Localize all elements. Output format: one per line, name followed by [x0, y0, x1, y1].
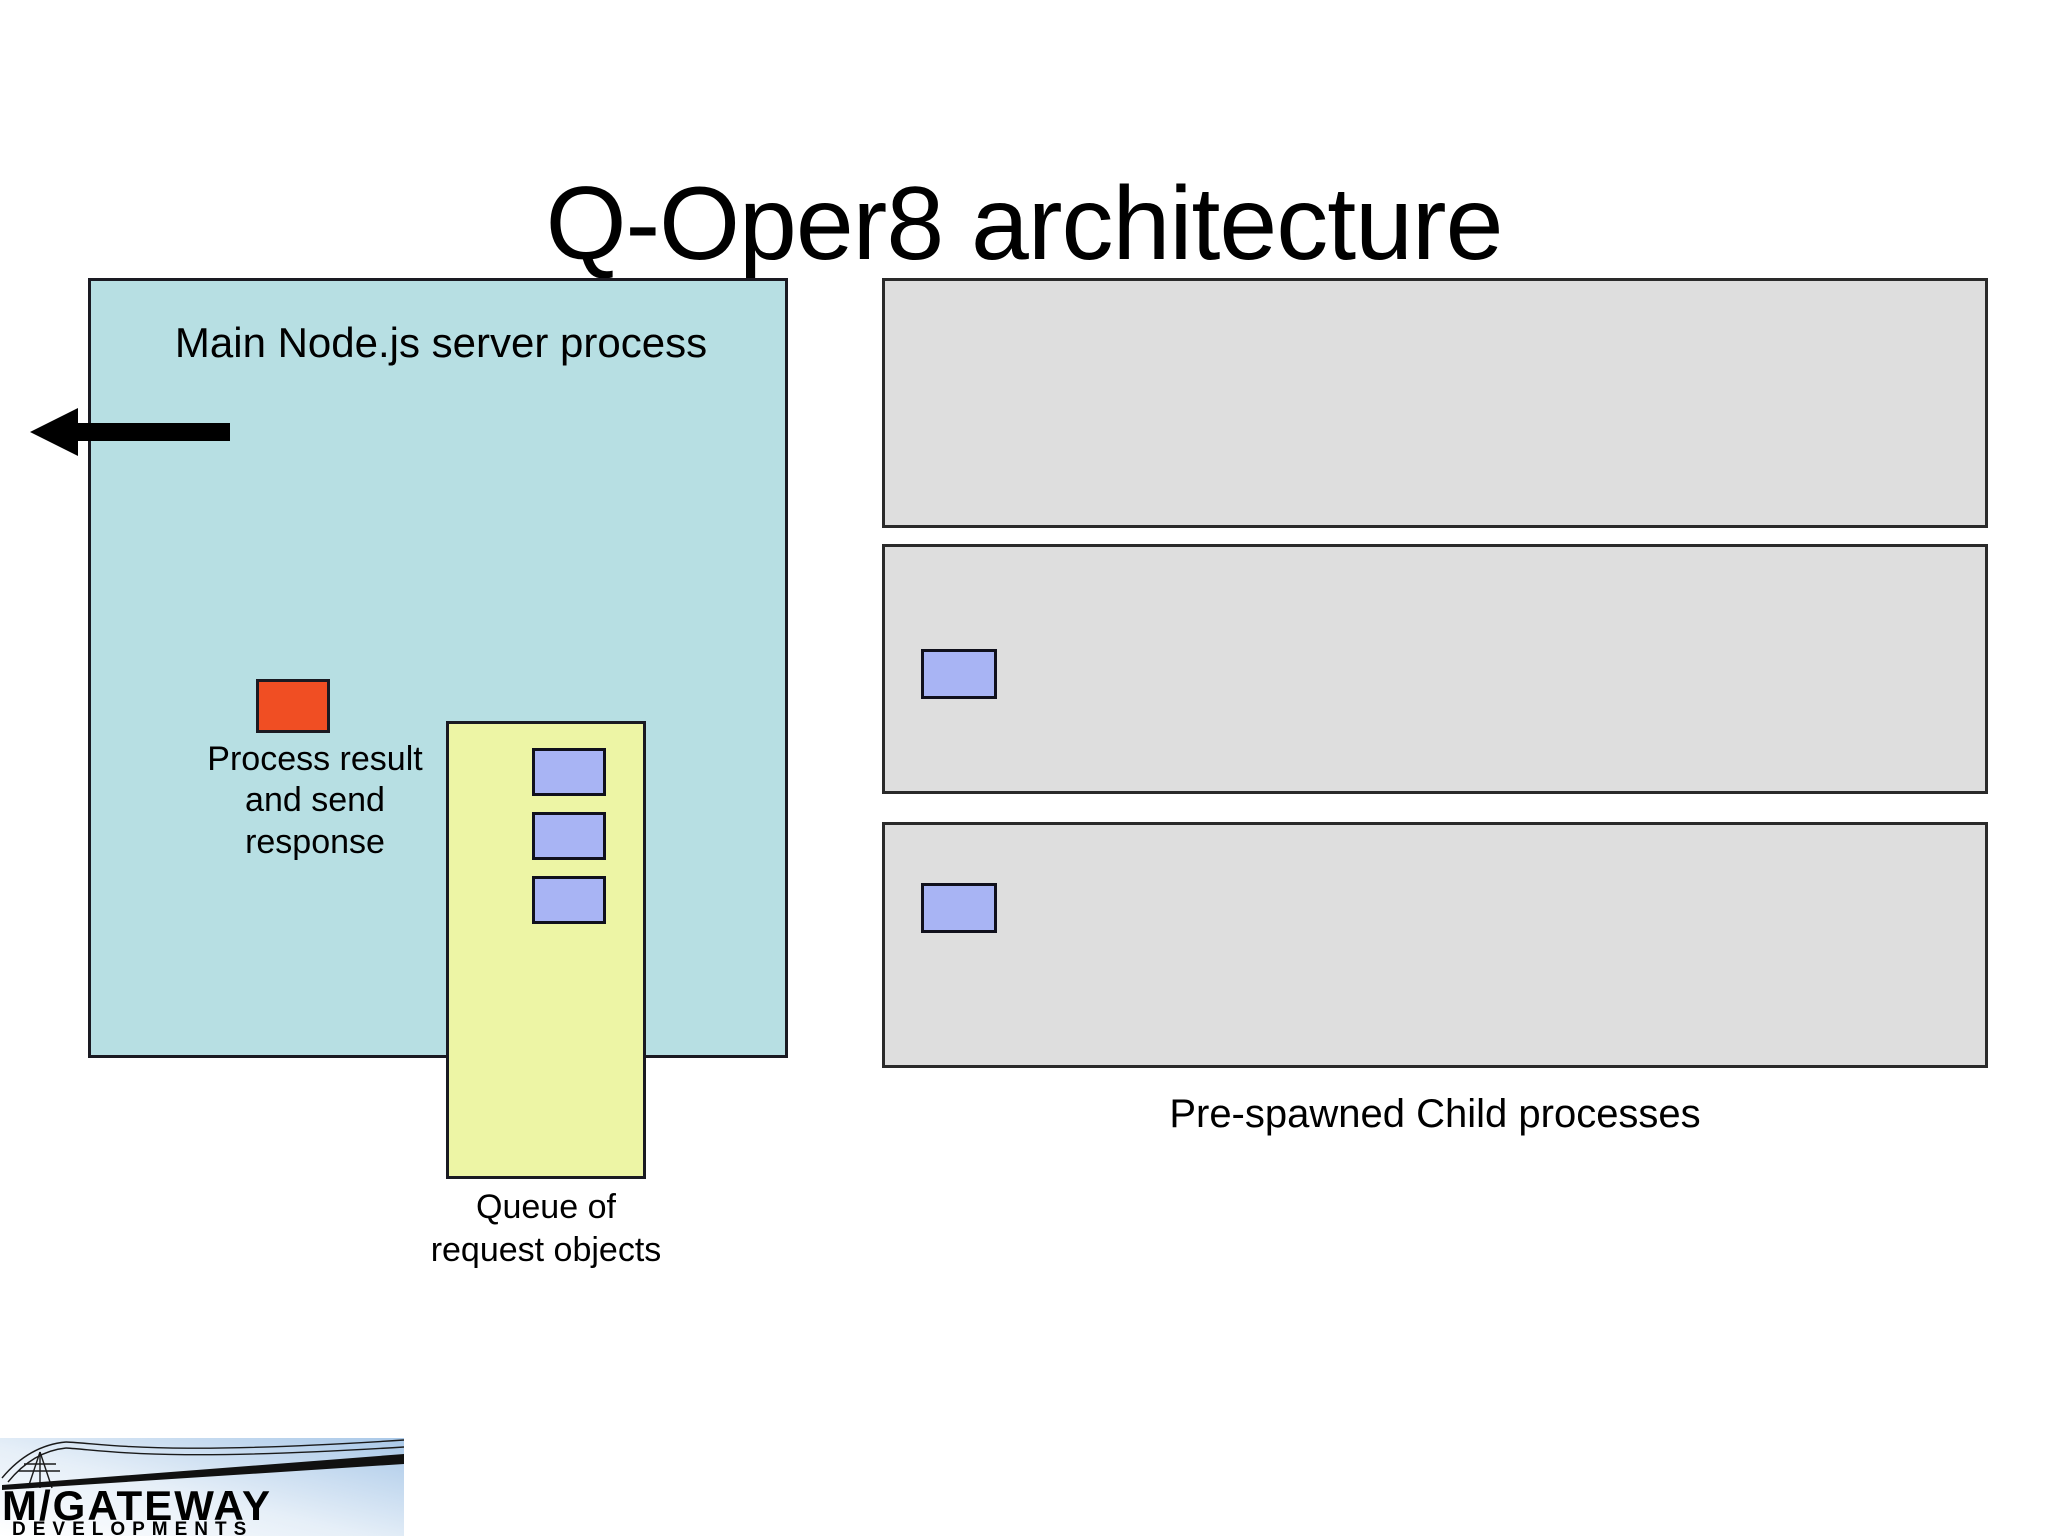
request-object-item	[532, 812, 606, 860]
process-result-caption: Process result and send response	[195, 739, 435, 863]
logo-secondary-text: DEVELOPMENTS	[12, 1519, 253, 1536]
request-object-item	[532, 876, 606, 924]
child-processes-caption: Pre-spawned Child processes	[1169, 1092, 1701, 1136]
request-object-item	[532, 748, 606, 796]
child-process-panel	[882, 544, 1988, 794]
process-result-caption-line-1: Process result	[207, 740, 423, 778]
request-queue-caption-line-2: request objects	[430, 1230, 662, 1269]
response-arrow-icon	[30, 405, 230, 459]
request-queue-caption: Queue of request objects	[421, 1186, 671, 1271]
main-server-process-panel: Main Node.js server process Process resu…	[88, 278, 788, 1269]
child-process-panel	[882, 822, 1988, 1068]
process-result-caption-line-2: and send	[245, 781, 385, 820]
process-result-box	[256, 679, 330, 733]
request-queue-box	[446, 721, 646, 1179]
suspension-bridge-icon	[1, 1439, 404, 1489]
page-title: Q-Oper8 architecture	[545, 165, 1504, 282]
child-process-panel	[882, 278, 1988, 528]
company-logo: M/GATEWAY DEVELOPMENTS	[0, 1438, 404, 1536]
main-server-process-label: Main Node.js server process	[174, 319, 708, 366]
child-worker-box	[921, 883, 997, 933]
request-queue-caption-line-1: Queue of	[476, 1188, 616, 1226]
logo-primary-text: M/GATEWAY	[2, 1482, 272, 1529]
child-worker-box	[921, 649, 997, 699]
process-result-caption-line-3: response	[245, 822, 385, 861]
